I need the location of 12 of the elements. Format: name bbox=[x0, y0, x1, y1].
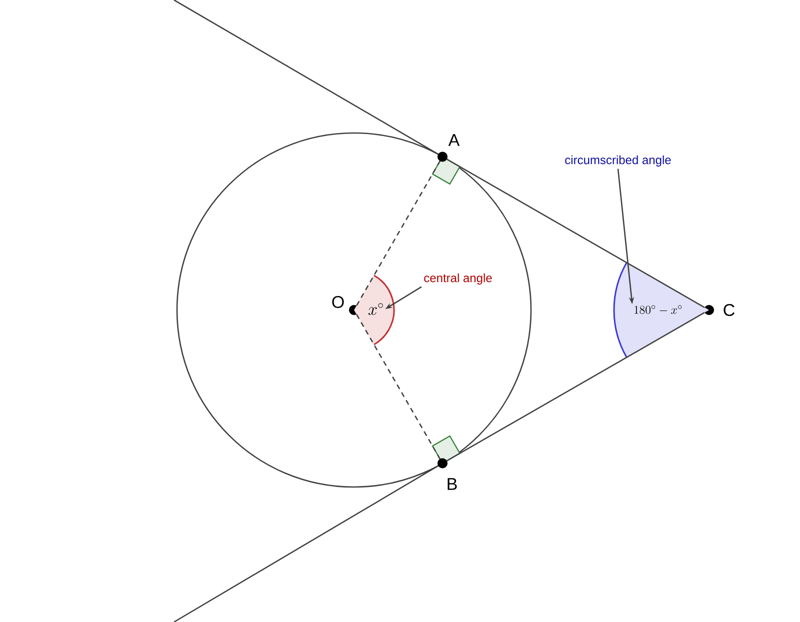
point-label: B bbox=[448, 478, 457, 490]
callout-text: circumscribed angle bbox=[565, 155, 671, 167]
point-label: O bbox=[332, 296, 344, 308]
radius-line bbox=[356, 314, 440, 460]
tangent-line bbox=[446, 312, 705, 462]
point-label: C bbox=[724, 304, 734, 316]
radius-line bbox=[356, 160, 440, 306]
angle-sector: $x^{\circ}$ bbox=[354, 274, 395, 346]
point-label: A bbox=[448, 134, 460, 146]
callout-text: central angle bbox=[424, 273, 492, 285]
angle-sector: $180^{\circ} - x^{\circ}$ bbox=[613, 262, 709, 358]
tangent-line bbox=[446, 158, 705, 308]
